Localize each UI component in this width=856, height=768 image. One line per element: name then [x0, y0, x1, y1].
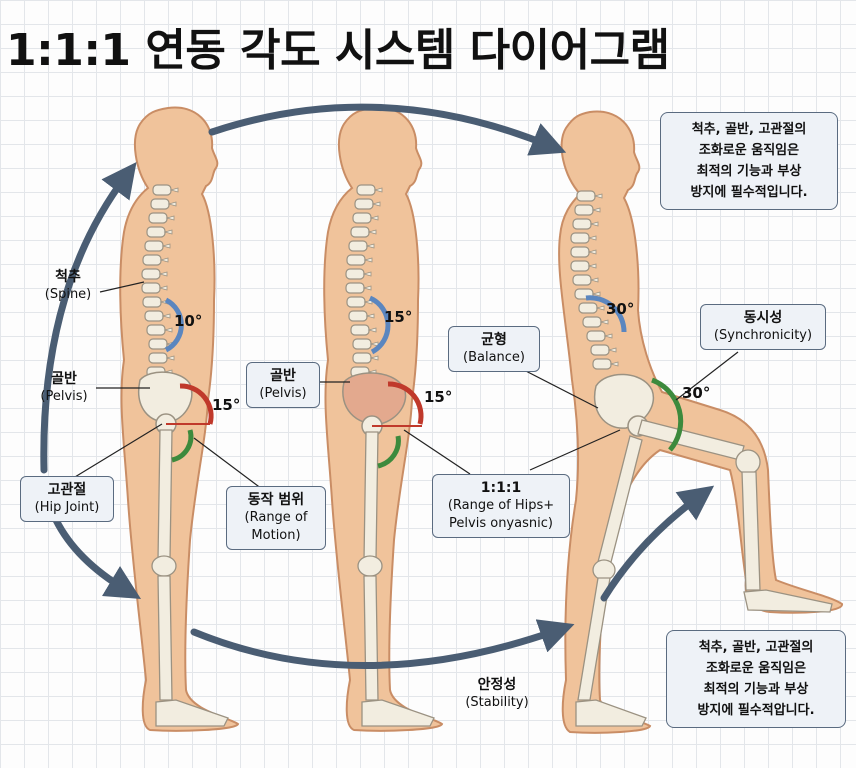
- cycle-arrow-bottom: [190, 619, 575, 669]
- label-synchronicity-en: (Synchronicity): [713, 328, 813, 343]
- fig1-pelvis-angle: 15°: [212, 396, 241, 414]
- foot-bone: [361, 699, 435, 727]
- pelvis-bone: [138, 371, 193, 423]
- hip-angle-arc: [377, 435, 401, 469]
- foot-bone: [155, 699, 229, 727]
- pelvis-bone: [593, 373, 655, 429]
- fig3-spine-angle: 30°: [606, 300, 635, 318]
- fig2-spine-angle: 15°: [384, 308, 413, 326]
- foot-bone-back: [575, 699, 647, 727]
- spine-angle-arc: [164, 297, 184, 353]
- knee-bone-back: [592, 559, 616, 581]
- label-hip-joint-ko: 고관절: [47, 482, 87, 498]
- note-top-line-1: 척추, 골반, 고관절의: [691, 122, 807, 137]
- label-spine-en: (Spine): [44, 287, 92, 302]
- label-rom-ko: 동작 범위: [247, 492, 305, 508]
- fig1-spine-angle: 10°: [174, 312, 203, 330]
- spine-angle-arc: [368, 295, 391, 355]
- label-synchronicity: 동시성 (Synchronicity): [700, 304, 826, 350]
- figure-standing-2: [323, 106, 444, 732]
- label-rom-en2: Motion): [251, 528, 301, 543]
- label-ratio-ko: 1:1:1: [480, 480, 522, 496]
- label-pelvis-2: 골반 (Pelvis): [246, 362, 320, 408]
- pelvis-angle-arc: [179, 383, 214, 425]
- note-bottom-line-3: 최적의 기능과 부상: [703, 682, 809, 697]
- label-hip-joint-en: (Hip Joint): [34, 500, 100, 515]
- label-pelvis-ko: 골반: [51, 371, 77, 387]
- figure-lunge: [558, 110, 843, 734]
- hip-angle-arc: [171, 429, 194, 463]
- tibia-bone: [157, 575, 173, 701]
- knee-bone-front: [735, 449, 761, 475]
- label-range-of-motion: 동작 범위 (Range of Motion): [226, 486, 326, 550]
- hip-angle-arc: [651, 377, 684, 452]
- pelvis-angle-arc: [387, 381, 424, 425]
- note-bottom-line-4: 방지에 필수적압니다.: [697, 703, 815, 718]
- cycle-arrow-top: [208, 103, 567, 156]
- label-balance-en: (Balance): [463, 350, 525, 365]
- note-top-line-4: 방지에 필수적입니다.: [690, 185, 808, 200]
- femur-bone: [363, 431, 379, 561]
- label-balance: 균형 (Balance): [448, 326, 540, 372]
- label-stability-en: (Stability): [465, 695, 529, 710]
- page-title: 1:1:1 연동 각도 시스템 다이어그램: [6, 25, 670, 76]
- note-bottom-line-1: 척추, 골반, 고관절의: [698, 640, 814, 655]
- label-ratio-en1: (Range of Hips+: [447, 498, 555, 513]
- label-synchronicity-ko: 동시성: [743, 310, 783, 326]
- note-top-line-2: 조화로운 움직임은: [698, 143, 800, 158]
- note-top-line-3: 최적의 기능과 부상: [696, 164, 802, 179]
- body-silhouette: [119, 106, 240, 732]
- label-ratio-en2: Pelvis onyasnic): [449, 516, 553, 531]
- label-balance-ko: 균형: [481, 332, 507, 348]
- cycle-arrow-right: [600, 485, 715, 602]
- knee-bone: [357, 555, 383, 577]
- label-rom-en1: (Range of: [244, 510, 308, 525]
- label-pelvis: 골반 (Pelvis): [24, 370, 104, 406]
- leader-lines: [69, 281, 739, 493]
- cycle-arrow-left-up: [40, 162, 137, 474]
- note-bottom: 척추, 골반, 고관절의 조화로운 움직임은 최적의 기능과 부상 방지에 필수…: [666, 630, 846, 728]
- label-stability-ko: 안정성: [477, 677, 517, 693]
- knee-bone: [151, 555, 177, 577]
- label-stability: 안정성 (Stability): [452, 676, 542, 712]
- label-pelvis2-en: (Pelvis): [259, 386, 307, 401]
- label-spine: 척추 (Spine): [28, 268, 108, 304]
- cycle-arrow-left-down: [52, 516, 142, 600]
- fig2-pelvis-angle: 15°: [424, 388, 453, 406]
- tibia-bone: [363, 575, 379, 701]
- label-ratio: 1:1:1 (Range of Hips+ Pelvis onyasnic): [432, 474, 570, 538]
- note-top: 척추, 골반, 고관절의 조화로운 움직임은 최적의 기능과 부상 방지에 필수…: [660, 112, 838, 210]
- figure-standing-1: [119, 106, 240, 732]
- label-spine-ko: 척추: [55, 269, 81, 285]
- spine-angle-arc: [585, 295, 627, 333]
- foot-bone-front: [743, 589, 833, 613]
- fig3-hip-angle: 30°: [682, 384, 711, 402]
- label-hip-joint: 고관절 (Hip Joint): [20, 476, 114, 522]
- femur-bone: [157, 429, 173, 561]
- note-bottom-line-2: 조화로운 움직임은: [705, 661, 807, 676]
- label-pelvis2-ko: 골반: [270, 368, 296, 384]
- body-silhouette: [558, 110, 843, 734]
- label-pelvis-en: (Pelvis): [40, 389, 88, 404]
